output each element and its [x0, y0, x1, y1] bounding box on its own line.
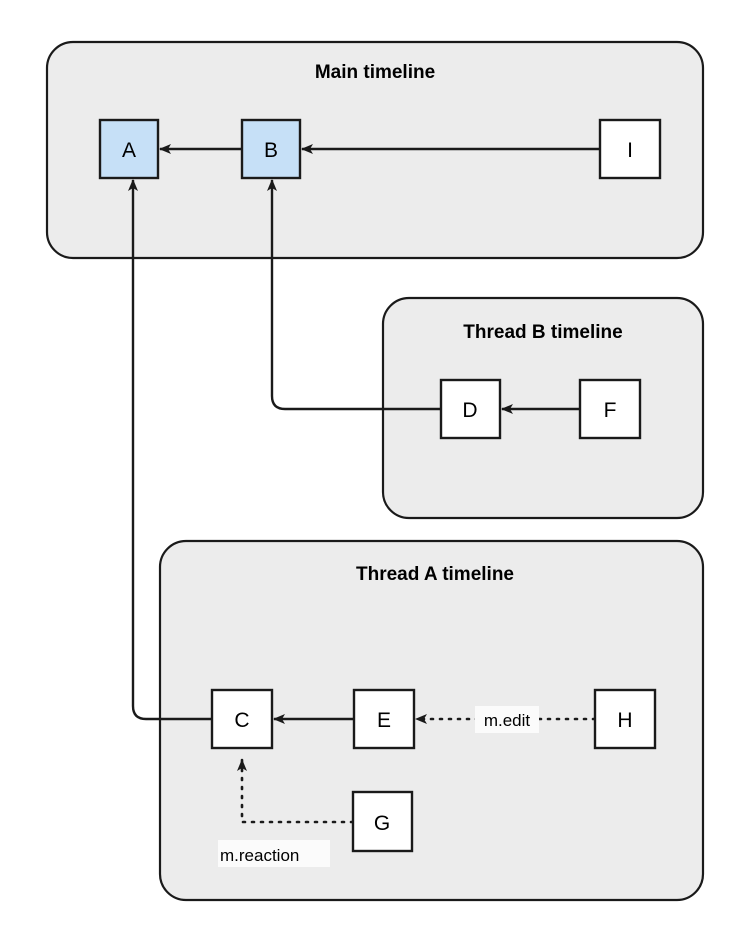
node-i-box[interactable]	[598, 118, 662, 180]
node-a[interactable]: A	[98, 118, 160, 180]
group-thread-b-timeline-title: Thread B timeline	[463, 322, 622, 343]
node-c[interactable]: C	[210, 688, 274, 750]
node-c-label: C	[234, 709, 249, 732]
node-b-box[interactable]	[240, 118, 302, 180]
node-e[interactable]: E	[352, 688, 416, 750]
edge-c-to-a	[128, 179, 212, 721]
edge-g-to-c-line	[237, 758, 355, 824]
node-d[interactable]: D	[439, 378, 502, 440]
node-a-label: A	[122, 139, 136, 162]
node-i[interactable]: I	[598, 118, 662, 180]
node-e-label: E	[377, 709, 391, 732]
edge-label-m-edit-bg	[475, 706, 539, 733]
edge-c-to-a-line	[128, 179, 212, 721]
node-b-label: B	[264, 139, 278, 162]
node-g-label: G	[374, 812, 390, 835]
edge-g-to-c: m.reaction	[218, 758, 355, 867]
node-d-label: D	[462, 399, 477, 422]
node-i-label: I	[627, 139, 633, 162]
edge-label-m-reaction-bg	[218, 840, 330, 867]
edge-d-to-b	[267, 179, 441, 411]
group-thread-a-timeline-box	[158, 539, 705, 902]
node-f[interactable]: F	[578, 378, 642, 440]
node-d-box[interactable]	[439, 378, 502, 440]
group-thread-a-timeline: Thread A timeline	[158, 539, 705, 902]
node-f-label: F	[604, 399, 617, 422]
node-f-box[interactable]	[578, 378, 642, 440]
node-c-box[interactable]	[210, 688, 274, 750]
group-thread-a-timeline-title: Thread A timeline	[356, 564, 514, 585]
group-main-timeline-title: Main timeline	[315, 62, 435, 83]
node-a-box[interactable]	[98, 118, 160, 180]
edge-h-to-e: m.edit	[414, 706, 597, 733]
node-e-box[interactable]	[352, 688, 416, 750]
edge-label-m-edit: m.edit	[484, 711, 531, 730]
node-h-box[interactable]	[593, 688, 657, 750]
edge-d-to-b-line	[267, 179, 441, 411]
node-b[interactable]: B	[240, 118, 302, 180]
node-g[interactable]: G	[351, 790, 414, 853]
node-g-box[interactable]	[351, 790, 414, 853]
node-h[interactable]: H	[593, 688, 657, 750]
node-h-label: H	[617, 709, 632, 732]
edge-label-m-reaction: m.reaction	[220, 846, 299, 865]
